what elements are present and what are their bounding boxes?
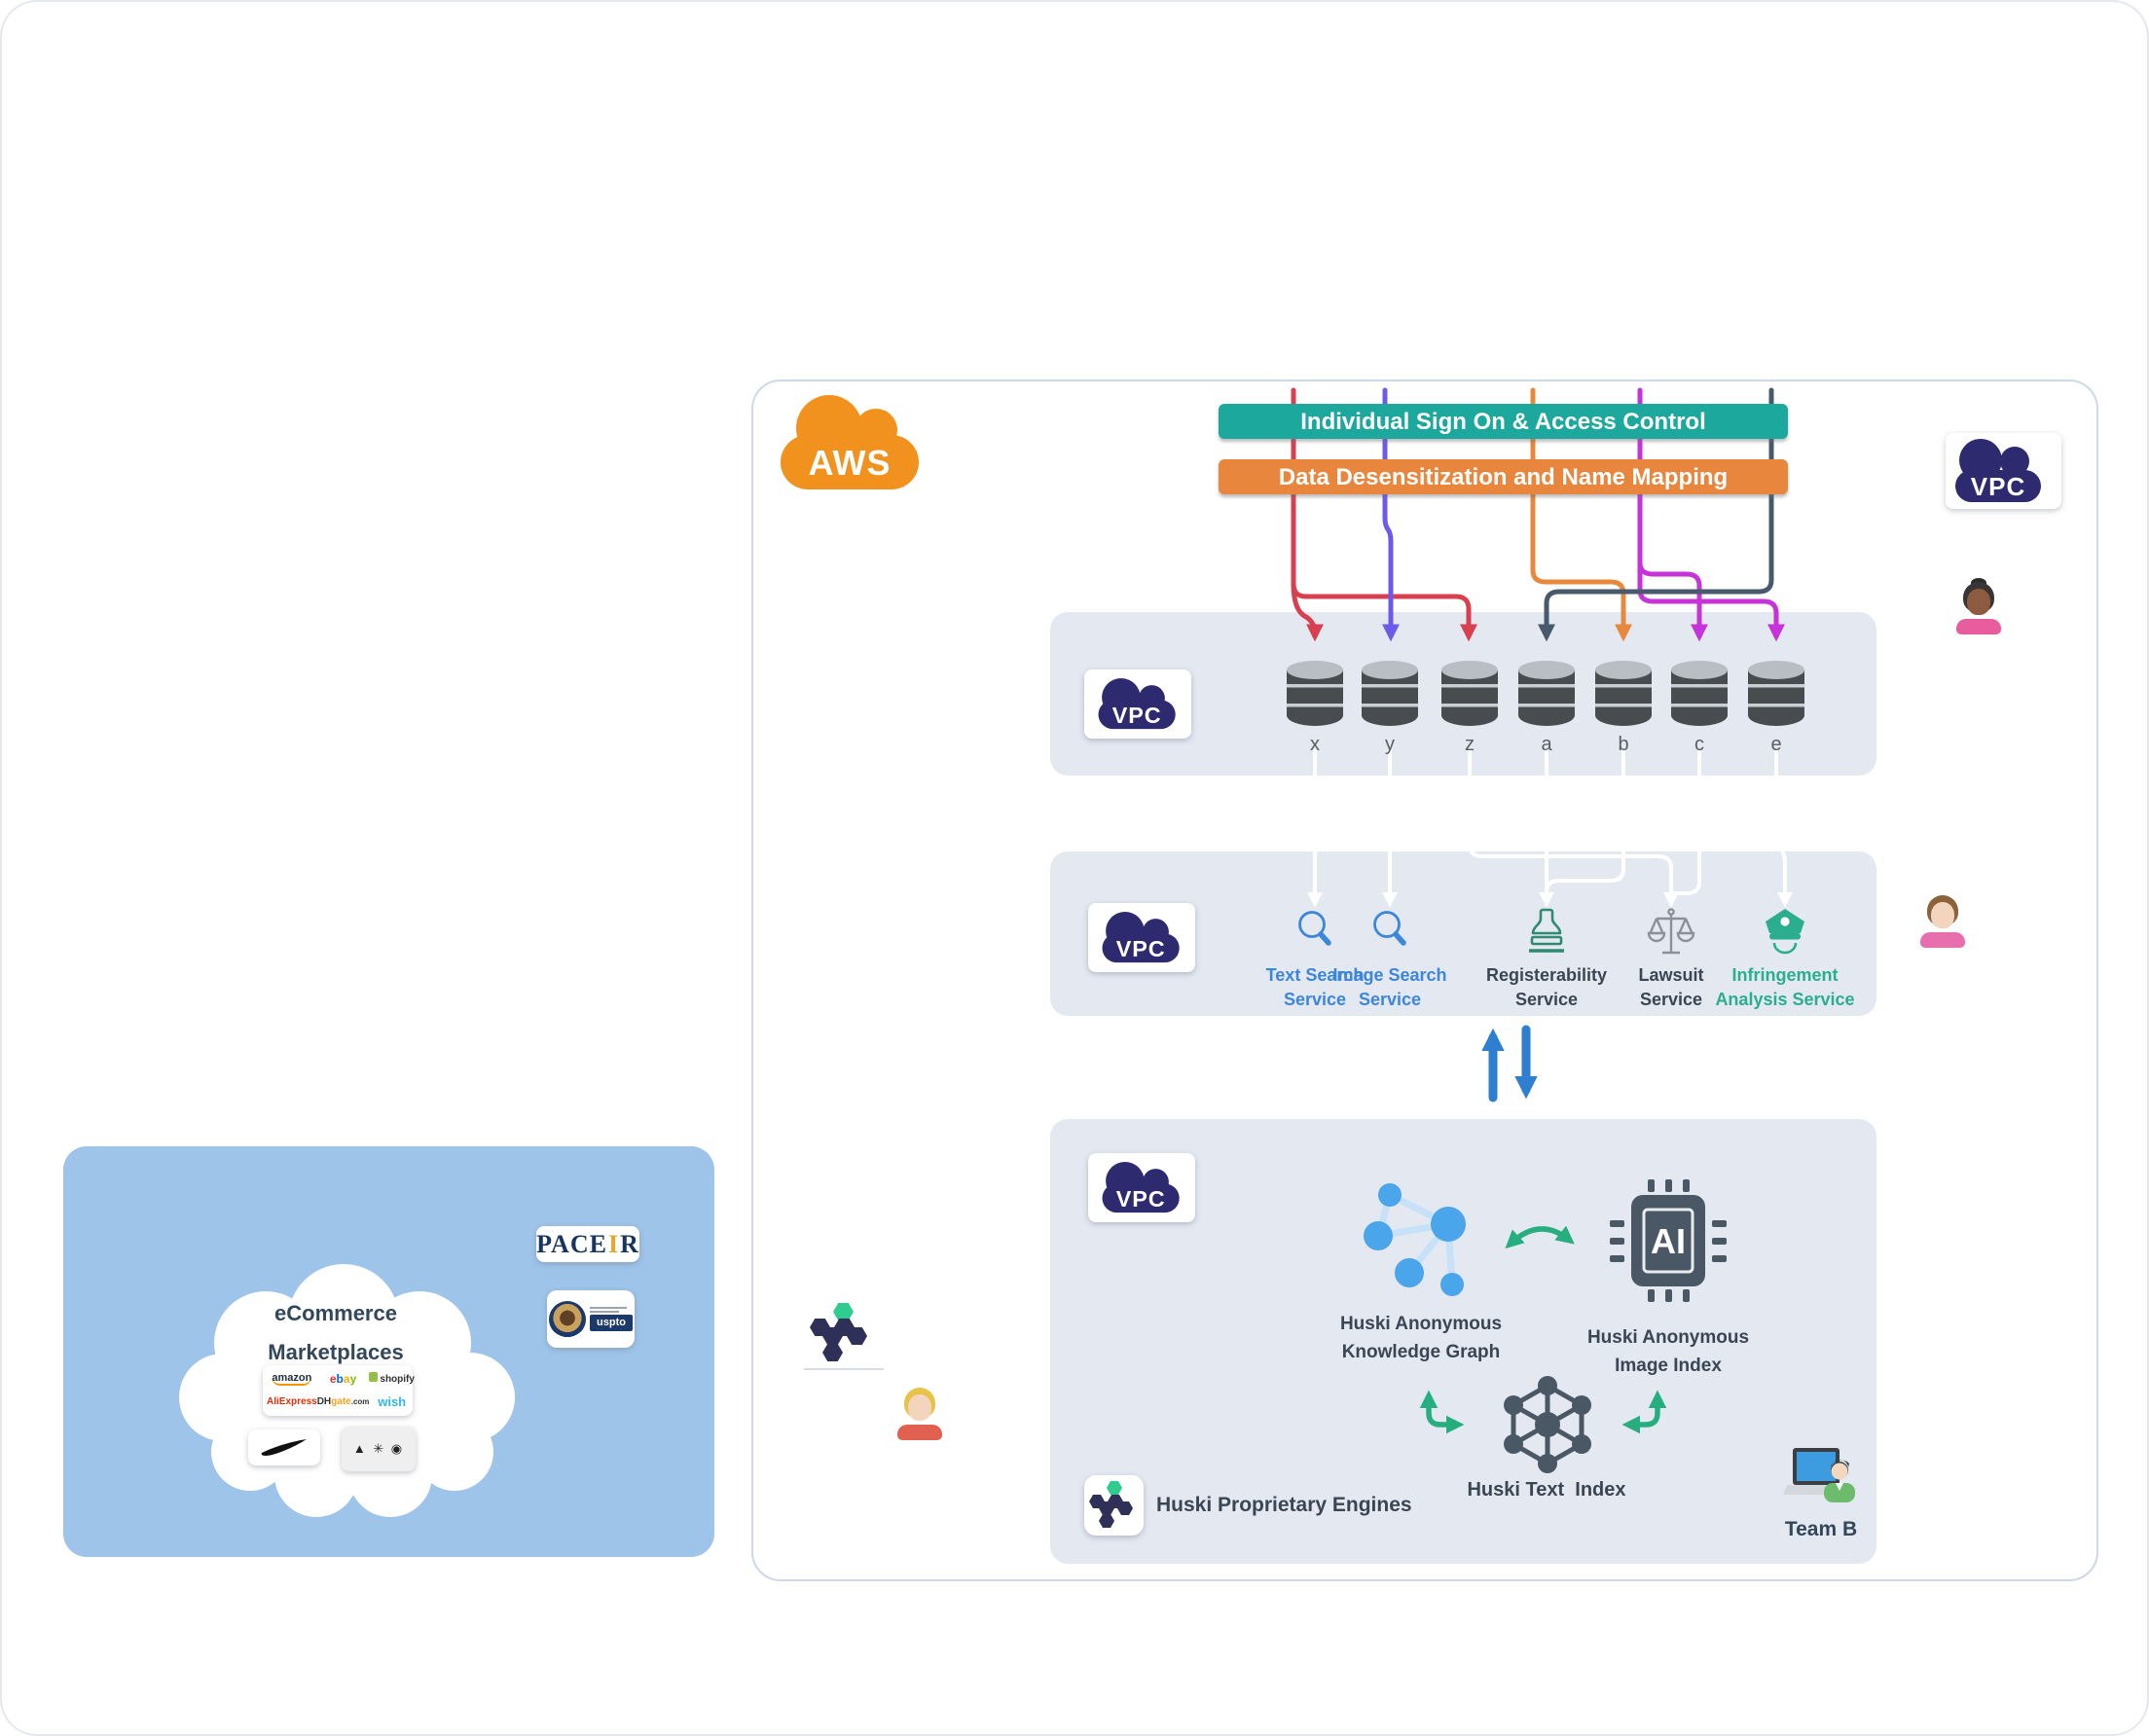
uspto-text-line [590, 1311, 619, 1313]
ecommerce-title-line1: eCommerce [274, 1301, 397, 1325]
knowledge-graph-icon [1364, 1183, 1466, 1296]
shopify-bag-icon [369, 1372, 379, 1383]
infringement-label: Infringement Analysis Service [1715, 965, 1855, 1009]
image-index-label: Huski Anonymous Image Index [1586, 1327, 1750, 1376]
desensitization-banner: Data Desensitization and Name Mapping [1219, 459, 1788, 494]
team-b-icon [1783, 1448, 1855, 1502]
database-icon [1748, 661, 1804, 726]
user-avatar-blonde-red [897, 1388, 942, 1440]
db-service-wires [1307, 749, 1793, 908]
vpc-card-engines: VPC [1088, 1153, 1195, 1222]
vpc-card-top-right: VPC [1946, 433, 2061, 509]
database-a: a [1518, 661, 1575, 756]
svg-text:AI: AI [1651, 1221, 1686, 1261]
engine-sync-arrows [1419, 1225, 1667, 1434]
infringement-cap-icon [1766, 909, 1804, 955]
amazon-logo: amazon [272, 1371, 312, 1386]
database-x: x [1287, 661, 1343, 756]
vpc-label: VPC [1955, 470, 2041, 502]
lawsuit-label: Lawsuit Service [1638, 965, 1704, 1009]
vpc-label: VPC [1102, 933, 1180, 963]
aws-cloud-icon: AWS [781, 395, 919, 489]
database-icon [1518, 661, 1575, 726]
huski-logo [804, 1300, 895, 1372]
aws-label: AWS [781, 435, 919, 489]
nike-swoosh-icon [261, 1438, 307, 1456]
text-index-label: Huski Text Index [1467, 1479, 1626, 1501]
proprietary-engines-label: Huski Proprietary Engines [1156, 1494, 1412, 1516]
database-c: c [1671, 661, 1728, 756]
aliexpress-logo: AliExpress [267, 1396, 317, 1408]
dhgate-logo: DHgate.com [316, 1396, 370, 1408]
uspto-seal-icon [549, 1300, 586, 1338]
image-search-label: Image Search Service [1332, 965, 1447, 1009]
user-avatar-brown-pink [1920, 895, 1965, 948]
uspto-wordmark: uspto [590, 1315, 633, 1331]
identity-wires [1291, 387, 1785, 642]
vpc-label: VPC [1102, 1183, 1180, 1213]
nike-logo-card [248, 1429, 320, 1465]
text-search-label: Text Search Service [1265, 965, 1365, 1009]
pacer-column-icon: I [607, 1229, 620, 1258]
database-icon [1441, 661, 1498, 726]
text-search-icon [1298, 911, 1331, 946]
text-index-icon [1504, 1376, 1591, 1473]
uspto-logo-card: uspto [547, 1290, 635, 1348]
ai-chip-icon: AI [1610, 1179, 1727, 1302]
registerability-label: Registerability Service [1485, 965, 1608, 1009]
vpc-label: VPC [1098, 700, 1176, 730]
marketplace-logos-card: amazon ebay shopify AliExpress DHgate.co… [263, 1365, 415, 1416]
uspto-text-line [590, 1307, 627, 1309]
bidirectional-arrows [1481, 1025, 1538, 1103]
sso-banner: Individual Sign On & Access Control [1219, 404, 1788, 439]
database-e: e [1748, 661, 1804, 756]
database-b: b [1595, 661, 1652, 756]
database-z: z [1441, 661, 1498, 756]
huski-engines-logo [1084, 1475, 1144, 1536]
vpc-card-services: VPC [1088, 903, 1195, 972]
lawsuit-scales-icon [1647, 908, 1695, 955]
ecommerce-title-line2: Marketplaces [268, 1340, 404, 1364]
knowledge-graph-label: Huski Anonymous Knowledge Graph [1339, 1314, 1503, 1362]
database-icon [1362, 661, 1418, 726]
adidas-glyphs: ▲ ✳ ◉ [352, 1441, 405, 1456]
wish-logo: wish [378, 1394, 407, 1410]
ecommerce-panel: eCommerce Marketplaces amazon ebay shopi… [63, 1146, 714, 1557]
registerability-stamp-icon [1529, 908, 1564, 953]
ebay-logo: ebay [329, 1371, 357, 1386]
database-icon [1671, 661, 1728, 726]
database-y: y [1362, 661, 1418, 756]
user-avatar-dark-pink [1956, 578, 2001, 634]
team-b-label: Team B [1784, 1518, 1858, 1540]
vpc-card-databases: VPC [1084, 669, 1191, 739]
ecommerce-title: eCommerce Marketplaces [200, 1294, 472, 1372]
database-icon [1595, 661, 1652, 726]
shopify-logo: shopify [369, 1372, 415, 1385]
huski-logo-underline [804, 1368, 884, 1370]
database-icon [1287, 661, 1343, 726]
adidas-logo-card: ▲ ✳ ◉ [342, 1427, 416, 1471]
image-search-icon [1373, 911, 1406, 946]
